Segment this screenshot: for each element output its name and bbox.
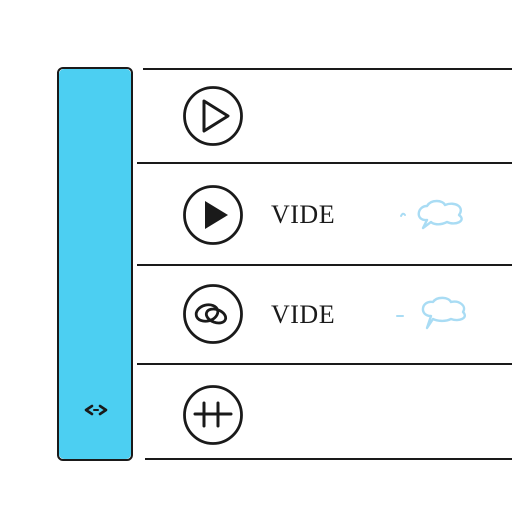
comment-bubble-icon[interactable] — [393, 294, 483, 334]
text-cursor-icon[interactable] — [181, 383, 245, 447]
row-divider — [143, 68, 512, 70]
list-item[interactable] — [137, 70, 512, 162]
row-label: VIDE — [271, 200, 336, 229]
row-label: VIDE — [271, 300, 336, 329]
row-divider — [137, 162, 512, 164]
row-divider — [145, 458, 512, 460]
list-item[interactable]: VIDE — [137, 266, 512, 363]
sidebar-panel — [57, 67, 133, 461]
list-item[interactable] — [137, 365, 512, 458]
comment-bubble-icon[interactable] — [393, 194, 483, 234]
row-divider — [137, 363, 512, 365]
row-divider — [137, 264, 512, 266]
sidebar-fill — [58, 68, 131, 459]
play-filled-icon[interactable] — [181, 183, 245, 247]
link-loop-icon[interactable] — [181, 282, 245, 346]
collapse-arrows-icon[interactable] — [81, 402, 111, 418]
play-outline-icon[interactable] — [181, 84, 245, 148]
list-item[interactable]: VIDE — [137, 164, 512, 264]
